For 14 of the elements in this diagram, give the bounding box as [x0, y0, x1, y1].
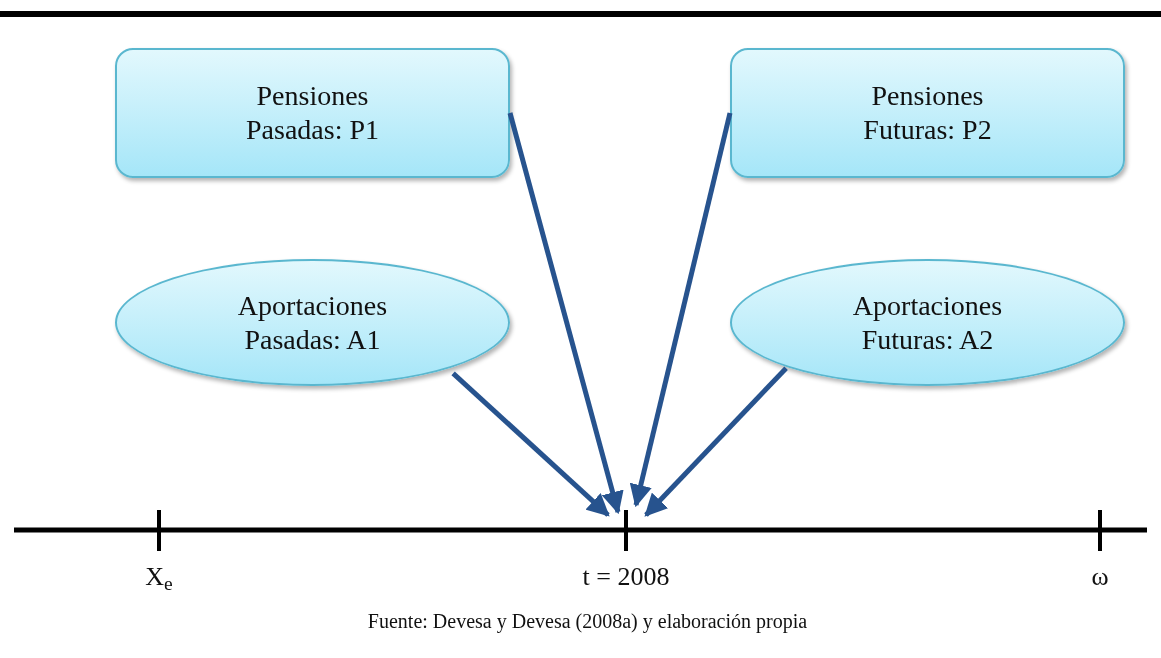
axis-label: ω — [1091, 561, 1109, 593]
rounded-box — [730, 48, 1125, 178]
axis-label: t = 2008 — [582, 561, 670, 593]
arrow — [451, 371, 610, 517]
node-text: Aportaciones Pasadas: A1 — [236, 288, 389, 357]
rounded-box — [115, 48, 510, 178]
caption: Fuente: Devesa y Devesa (2008a) y elaboración propia — [366, 609, 809, 634]
axis-label: X$_{e}$ — [145, 561, 173, 593]
node-text: Aportaciones Futuras: A2 — [851, 288, 1004, 357]
arrow — [507, 112, 624, 515]
arrow — [644, 366, 788, 517]
arrow — [629, 112, 733, 508]
node-text: Pensiones Pasadas: P1 — [245, 79, 380, 147]
node-text: Pensiones Futuras: P2 — [862, 79, 993, 147]
